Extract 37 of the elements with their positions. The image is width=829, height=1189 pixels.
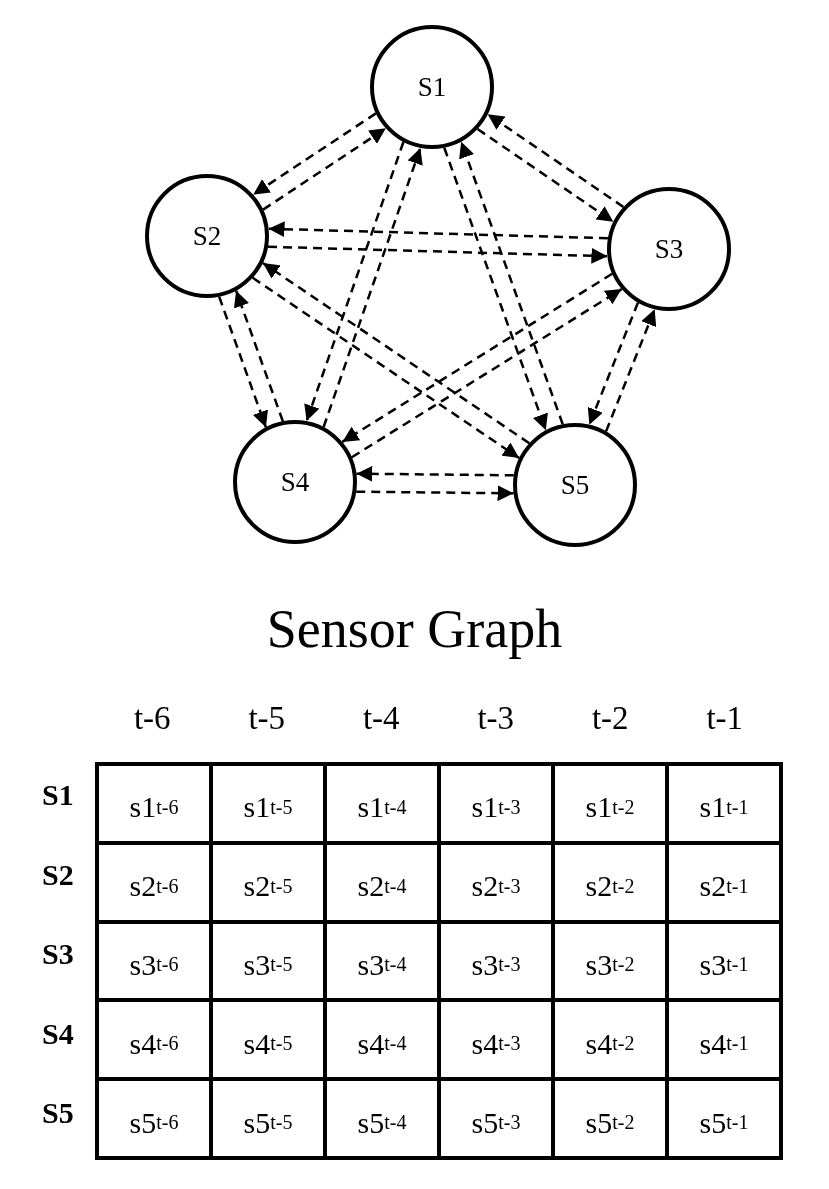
arrow [459, 141, 564, 425]
arrow [341, 272, 613, 443]
row-header: S2 [42, 859, 74, 890]
column-header: t-4 [362, 700, 400, 737]
arrow [252, 112, 377, 196]
node-label: S1 [417, 73, 447, 101]
arrow [262, 127, 387, 211]
arrow [234, 290, 284, 422]
graph-caption: Sensor Graph [265, 600, 564, 660]
column-header: t-5 [248, 700, 286, 737]
arrow [268, 221, 608, 240]
row-header: S5 [42, 1098, 74, 1129]
column-header: t-1 [706, 700, 744, 737]
arrow [262, 261, 530, 445]
row-header: S1 [42, 780, 74, 810]
column-header: t-2 [591, 700, 629, 737]
arrow [356, 465, 514, 482]
arrow [351, 288, 623, 459]
arrow [304, 141, 405, 422]
node-label: S2 [192, 222, 222, 250]
arrow [322, 147, 423, 428]
row-header: S4 [42, 1018, 74, 1049]
node-label: S4 [280, 468, 310, 496]
arrow [443, 147, 548, 431]
column-header: t-6 [133, 700, 171, 737]
node-label: S5 [560, 471, 590, 499]
node-label: S3 [654, 235, 684, 263]
arrow [218, 296, 268, 428]
arrow [268, 245, 608, 264]
arrow [356, 485, 514, 502]
column-header: t-3 [477, 700, 515, 737]
arrow [252, 276, 520, 460]
arrow [476, 128, 614, 223]
arrow [487, 113, 625, 208]
arrow [587, 302, 640, 426]
row-header: S3 [42, 939, 74, 970]
arrow [604, 308, 657, 432]
